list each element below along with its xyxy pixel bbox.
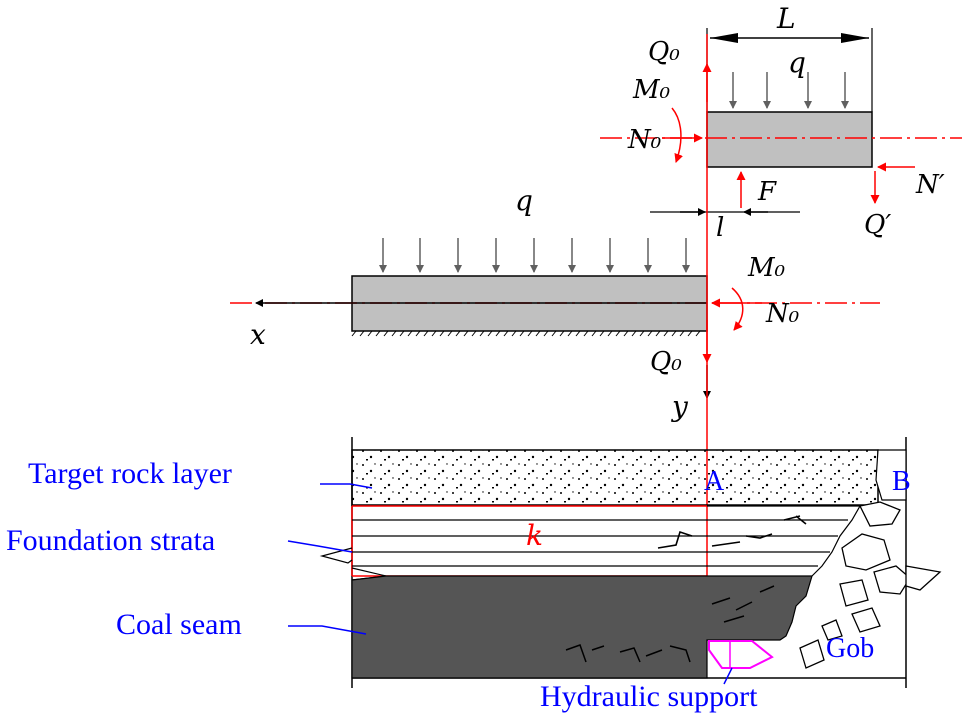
- l-dimension-arrow-left: [710, 33, 738, 43]
- gob-label: Gob: [826, 633, 874, 664]
- hydraulic-support-label: Hydraulic support: [540, 680, 758, 713]
- symbol-N0-top: N₀: [627, 125, 662, 155]
- foundation-cracks: [657, 515, 807, 549]
- coal-seam: [351, 575, 813, 679]
- upper-block-group: L q Q₀ M₀ N₀ N′ Q′ F: [600, 2, 962, 243]
- point-b-label: B: [892, 466, 911, 497]
- strata-section: k A B Gob Target rock layer Foundation s…: [6, 437, 942, 713]
- target-rock-layer: [351, 449, 879, 506]
- upper-block: [706, 111, 873, 168]
- symbol-F: F: [757, 177, 777, 207]
- symbol-l: l: [716, 213, 724, 243]
- hydraulic-support-leader: [723, 667, 733, 685]
- foundation-strata-label: Foundation strata: [6, 524, 215, 557]
- distributed-load-top: [729, 72, 849, 109]
- hydraulic-support: [708, 640, 774, 669]
- symbol-y: y: [670, 390, 689, 423]
- symbol-M0-top: M₀: [632, 75, 671, 105]
- symbol-N0-mid: N₀: [765, 299, 800, 329]
- foundation-strata-lines: [319, 505, 862, 581]
- symbol-q-top: q: [788, 46, 806, 79]
- l-dimension-arrow-right: [841, 33, 869, 43]
- m0-mid-moment-arrow: [731, 287, 744, 331]
- m0-top-moment-arrow: [671, 107, 683, 163]
- foundation-hatch: [351, 330, 707, 337]
- symbol-M0-mid: M₀: [747, 253, 786, 283]
- gob-rubble: [799, 501, 942, 669]
- target-rock-layer-leader: [320, 483, 373, 489]
- point-a-label: A: [704, 466, 725, 497]
- target-rock-layer-label: Target rock layer: [28, 457, 232, 490]
- symbol-Q0-mid: Q₀: [650, 347, 682, 377]
- target-rock-right-block: [875, 449, 907, 501]
- distributed-load-left: [379, 238, 690, 273]
- symbol-x: x: [250, 318, 266, 351]
- lower-beam-group: q x M₀ N₀ Q₀: [230, 184, 880, 423]
- symbol-L: L: [776, 2, 796, 35]
- symbol-Q-prime: Q′: [864, 210, 891, 240]
- foundation-strata-leader: [287, 540, 353, 553]
- coal-cracks: [565, 585, 775, 663]
- symbol-N-prime: N′: [915, 170, 945, 200]
- coal-seam-leader: [288, 625, 367, 635]
- symbol-k: k: [526, 519, 543, 552]
- symbol-q-left: q: [515, 184, 533, 217]
- symbol-Q0-top: Q₀: [648, 37, 680, 67]
- coal-seam-label: Coal seam: [116, 608, 242, 641]
